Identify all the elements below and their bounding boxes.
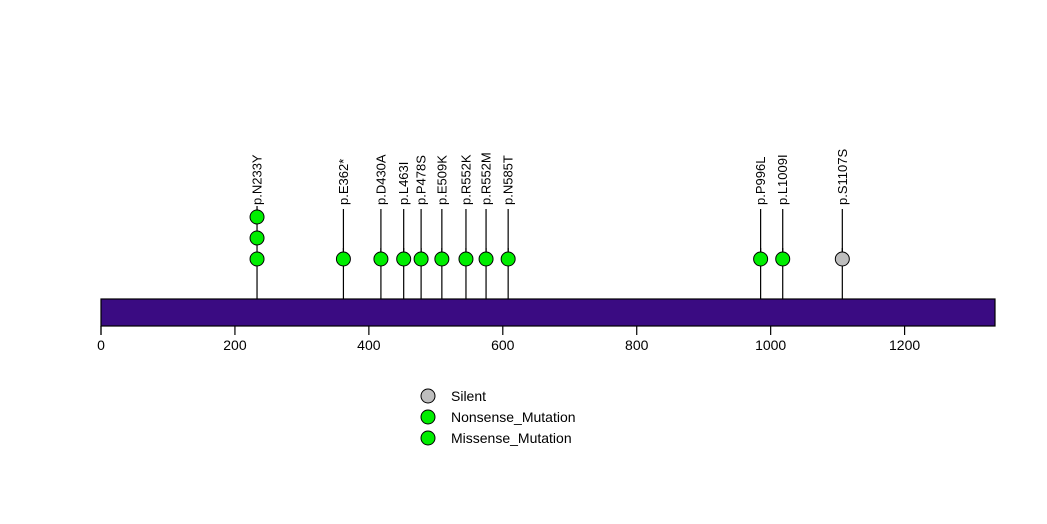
mutation-dot[interactable] bbox=[249, 209, 265, 225]
protein-domain-bar-group bbox=[100, 298, 996, 327]
mutation-dot[interactable] bbox=[753, 251, 769, 267]
mutation-dot[interactable] bbox=[434, 251, 450, 267]
mutation-label: p.R552M bbox=[479, 152, 494, 205]
x-axis: 0 200 400 600 800 1000 1200 bbox=[97, 326, 920, 353]
mutation-dot[interactable] bbox=[500, 251, 516, 267]
legend-swatch-silent bbox=[420, 388, 436, 404]
mutation-label: p.N585T bbox=[501, 155, 516, 205]
mutation-label: p.S1107S bbox=[835, 149, 850, 205]
protein-domain-bar bbox=[100, 298, 996, 327]
mutation-dot[interactable] bbox=[335, 251, 351, 267]
axis-tick-label-400: 400 bbox=[357, 337, 381, 353]
mutation-label: p.E362* bbox=[336, 159, 351, 205]
mutation-lollipops bbox=[249, 206, 850, 299]
mutation-dot[interactable] bbox=[775, 251, 791, 267]
mutation-label: p.L463I bbox=[396, 162, 411, 205]
mutation-label: p.L1009I bbox=[775, 154, 790, 205]
legend-swatch-nonsense_mutation bbox=[420, 409, 436, 425]
mutation-dot[interactable] bbox=[458, 251, 474, 267]
mutation-label: p.R552K bbox=[458, 154, 473, 205]
legend-swatch-missense_mutation bbox=[420, 430, 436, 446]
axis-tick-label-800: 800 bbox=[625, 337, 649, 353]
mutation-label: p.D430A bbox=[373, 154, 388, 205]
mutation-dot[interactable] bbox=[396, 251, 412, 267]
axis-tick-label-1000: 1000 bbox=[755, 337, 786, 353]
mutation-dot[interactable] bbox=[373, 251, 389, 267]
mutation-dot[interactable] bbox=[413, 251, 429, 267]
mutation-label: p.P996L bbox=[753, 157, 768, 205]
mutation-dot[interactable] bbox=[834, 251, 850, 267]
axis-tick-label-600: 600 bbox=[491, 337, 515, 353]
legend-label-silent: Silent bbox=[451, 388, 486, 404]
axis-tick-label-1200: 1200 bbox=[889, 337, 920, 353]
legend-label-missense_mutation: Missense_Mutation bbox=[451, 430, 572, 446]
mutation-dot[interactable] bbox=[249, 251, 265, 267]
axis-tick-label-200: 200 bbox=[223, 337, 247, 353]
axis-tick-label-0: 0 bbox=[97, 337, 105, 353]
mutation-label: p.P478S bbox=[414, 155, 429, 205]
mutation-label: p.E509K bbox=[434, 155, 449, 205]
mutation-label: p.N233Y bbox=[250, 154, 265, 205]
mutation-dot[interactable] bbox=[478, 251, 494, 267]
legend-label-nonsense_mutation: Nonsense_Mutation bbox=[451, 409, 576, 425]
mutation-dot[interactable] bbox=[249, 230, 265, 246]
